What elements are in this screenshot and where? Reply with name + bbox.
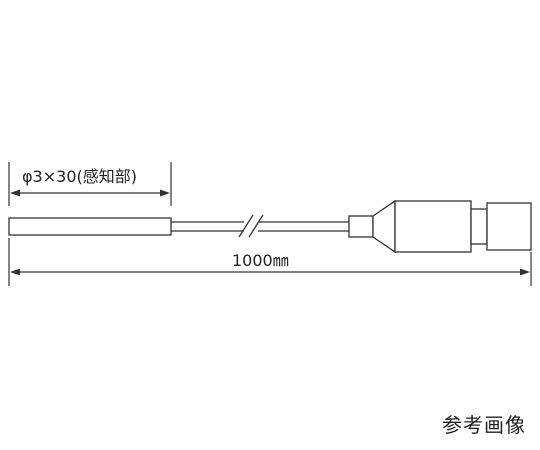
cable-break-mark-2 (248, 214, 264, 238)
total-length-dimension (8, 238, 532, 286)
sensor-dimension (8, 162, 172, 206)
reference-image-caption: 参考画像 (442, 413, 526, 437)
sensor-dimension-label: φ3×30(感知部) (22, 167, 137, 186)
sensor-dim-arrow-right (160, 189, 170, 197)
cable-break-mark-1 (238, 214, 254, 238)
total-length-label: 1000㎜ (232, 251, 289, 270)
total-dim-arrow-right (520, 268, 530, 276)
probe (8, 199, 532, 254)
cable-collar (348, 215, 374, 238)
sensor-dim-arrow-left (10, 189, 20, 197)
connector-neck (470, 208, 488, 245)
handle-taper (372, 199, 396, 254)
total-dim-arrow-left (10, 268, 20, 276)
handle-body (394, 200, 472, 253)
sensor-tube (8, 217, 172, 236)
connector-body (486, 202, 532, 251)
